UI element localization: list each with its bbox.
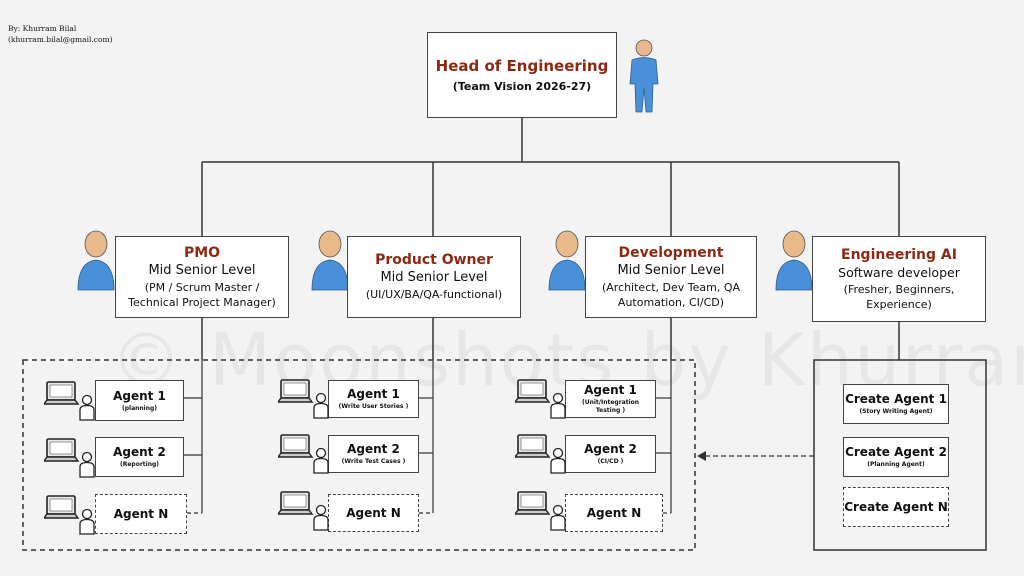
po-agent-2: Agent 2 (Write Test Cases ) — [328, 435, 419, 473]
agent-role: (CI/CD ) — [597, 458, 624, 465]
development-person-icon — [548, 230, 586, 291]
laptop-user-icon — [278, 434, 329, 474]
pmo-box: PMO Mid Senior Level (PM / Scrum Master … — [115, 236, 289, 318]
agent-name: Agent N — [113, 507, 169, 521]
agent-name: Agent 2 — [584, 442, 637, 456]
laptop-user-icon — [278, 379, 329, 419]
pmo-title: PMO — [183, 244, 221, 261]
engineering-ai-level: Software developer — [838, 264, 960, 280]
product-owner-level: Mid Senior Level — [380, 270, 488, 285]
head-subtitle: (Team Vision 2026-27) — [452, 79, 592, 93]
agent-name: Agent 1 — [584, 383, 637, 397]
pmo-desc-2: Technical Project Manager) — [128, 295, 276, 309]
agent-role: (Planning Agent) — [867, 461, 925, 468]
po-agent-1: Agent 1 (Write User Stories ) — [328, 380, 419, 418]
agent-name: Agent N — [586, 506, 642, 520]
product-owner-title: Product Owner — [375, 252, 493, 268]
pmo-person-icon — [77, 230, 115, 291]
head-of-engineering-box: Head of Engineering (Team Vision 2026-27… — [427, 32, 617, 118]
development-desc-2: Automation, CI/CD) — [617, 295, 725, 309]
author-credit: By: Khurram Bilal — [8, 24, 77, 33]
create-agent-1: Create Agent 1 (Story Writing Agent) — [843, 384, 949, 424]
engineering-ai-person-icon — [775, 230, 813, 291]
laptop-user-icon — [278, 491, 329, 531]
agent-role: (Write Test Cases ) — [341, 458, 406, 465]
agent-role: (Unit/Integration Testing ) — [581, 399, 640, 414]
agent-name: Create Agent 1 — [845, 392, 947, 406]
author-email: (khurram.bilal@gmail.com) — [8, 35, 113, 44]
po-agent-n: Agent N — [328, 494, 419, 532]
standing-person-icon — [629, 39, 659, 113]
pmo-level: Mid Senior Level — [148, 262, 256, 278]
agent-name: Create Agent N — [844, 500, 948, 514]
engineering-ai-desc-1: (Fresher, Beginners, — [843, 282, 955, 296]
create-agent-2: Create Agent 2 (Planning Agent) — [843, 437, 949, 477]
development-level: Mid Senior Level — [617, 262, 725, 278]
agent-name: Agent N — [346, 506, 401, 520]
product-owner-person-icon — [311, 230, 349, 291]
laptop-user-icon — [515, 379, 566, 419]
dev-agent-2: Agent 2 (CI/CD ) — [565, 435, 656, 473]
laptop-user-icon — [44, 495, 95, 535]
development-desc-1: (Architect, Dev Team, QA — [601, 280, 741, 294]
laptop-user-icon — [44, 438, 95, 478]
dev-agent-n: Agent N — [565, 494, 663, 532]
agent-role: (Story Writing Agent) — [859, 408, 933, 415]
agent-role: (Write User Stories ) — [338, 403, 409, 410]
product-owner-box: Product Owner Mid Senior Level (UI/UX/BA… — [347, 236, 521, 318]
development-title: Development — [618, 244, 724, 261]
laptop-user-icon — [44, 381, 95, 421]
laptop-user-icon — [515, 491, 566, 531]
agent-name: Agent 2 — [113, 445, 166, 459]
development-box: Development Mid Senior Level (Architect,… — [585, 236, 757, 318]
agent-role: (Reporting) — [119, 461, 160, 468]
create-agent-n: Create Agent N — [843, 487, 949, 527]
pmo-agent-2: Agent 2 (Reporting) — [95, 437, 184, 477]
agent-name: Agent 2 — [347, 442, 400, 456]
pmo-agent-1: Agent 1 (planning) — [95, 380, 184, 421]
engineering-ai-title: Engineering AI — [841, 246, 957, 263]
laptop-user-icon — [515, 434, 566, 474]
agent-name: Create Agent 2 — [845, 445, 947, 459]
product-owner-desc-1: (UI/UX/BA/QA-functional) — [365, 288, 503, 301]
agent-name: Agent 1 — [113, 388, 166, 403]
dev-agent-1: Agent 1 (Unit/Integration Testing ) — [565, 380, 656, 418]
engineering-ai-box: Engineering AI Software developer (Fresh… — [812, 236, 986, 322]
head-title: Head of Engineering — [435, 56, 609, 75]
pmo-agent-n: Agent N — [95, 494, 187, 534]
pmo-desc-1: (PM / Scrum Master / — [144, 280, 260, 294]
agent-name: Agent 1 — [347, 387, 400, 401]
engineering-ai-desc-2: Experience) — [866, 297, 932, 311]
agent-role: (planning) — [121, 404, 158, 412]
